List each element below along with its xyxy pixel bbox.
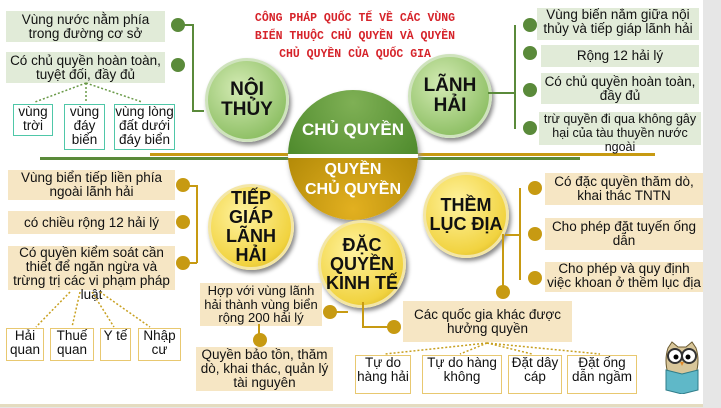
connector [192, 24, 194, 112]
tiep-giap-sub: Y tế [100, 328, 131, 361]
them-luc-dia-item: Cho phép và quy định việc khoan ở thềm l… [545, 262, 703, 292]
sovereign-rights-label: QUYỀN [324, 161, 382, 178]
lanh-hai-node: LÃNH HẢI [408, 54, 492, 138]
tiep-giap-sub: Hải quan [6, 328, 44, 361]
noi-thuy-sub: vùng đáy biển [64, 104, 105, 150]
connector-dot [523, 18, 537, 32]
dotted-arrows [34, 82, 601, 355]
sovereign-rights-label: CHỦ QUYỀN [304, 181, 401, 198]
connector [189, 262, 197, 264]
connector-dot [523, 83, 537, 97]
connector [184, 24, 194, 26]
title-line: CHỦ QUYỀN CỦA QUỐC GIA [279, 48, 431, 61]
connector-dot [523, 46, 537, 60]
owl-reading-icon [665, 341, 699, 394]
other-states-box: Các quốc gia khác được hưởng quyền [403, 301, 572, 342]
connector-dot [528, 271, 542, 285]
connector-dot [523, 121, 537, 135]
connector-dot [323, 305, 337, 319]
connector [336, 311, 348, 313]
connector-dot [253, 333, 267, 347]
connector [189, 185, 197, 187]
connector-dot [171, 58, 185, 72]
them-luc-dia-item: Cho phép đặt tuyến ống dẫn [545, 218, 703, 250]
connector-dot [387, 320, 401, 334]
lanh-hai-item: Rộng 12 hải lý [541, 45, 699, 67]
connector [502, 234, 504, 289]
connector [514, 25, 516, 129]
noi-thuy-node: NỘI THỦY [205, 58, 289, 142]
tiep-giap-item: Vùng biển tiếp liền phía ngoài lãnh hải [8, 170, 175, 200]
noi-thuy-item: Vùng nước nằm phía trong đường cơ sở [6, 11, 165, 42]
them-luc-dia-node: THỀM LỤC ĐỊA [423, 172, 509, 258]
connector [362, 326, 392, 328]
connector [488, 92, 516, 94]
lanh-hai-item: Vùng biển nằm giữa nội thủy và tiếp giáp… [537, 8, 699, 40]
lanh-hai-item: Có chủ quyền hoàn toàn, đầy đủ [541, 73, 699, 104]
connector [362, 302, 364, 328]
connector-dot [176, 178, 190, 192]
noi-thuy-sub: vùng trời [13, 104, 53, 136]
connector [196, 185, 198, 263]
tiep-giap-item: có chiều rộng 12 hải lý [8, 211, 175, 234]
dac-quyen-item: Quyền bảo tồn, thăm dò, khai thác, quản … [196, 347, 333, 391]
title-line: CÔNG PHÁP QUỐC TẾ VỀ CÁC VÙNG [254, 12, 456, 25]
tiep-giap-sub: Nhập cư [138, 328, 181, 361]
dac-quyen-item: Hợp với vùng lãnh hải thành vùng biển rộ… [200, 283, 322, 326]
noi-thuy-sub: vùng lòng đất dưới đáy biển [114, 104, 175, 150]
other-states-sub: Đặt dây cáp [508, 355, 562, 394]
connector-dot [528, 181, 542, 195]
dac-quyen-node: ĐẶC QUYỀN KINH TẾ [318, 220, 406, 308]
title-line: BIỂN THUỘC CHỦ QUYỀN VÀ QUYỀN [254, 30, 456, 43]
noi-thuy-item: Có chủ quyền hoàn toàn, tuyệt đối, đầy đ… [6, 52, 165, 83]
lanh-hai-item: trừ quyền đi qua không gây hại của tàu t… [539, 112, 701, 154]
slide: CÔNG PHÁP QUỐC TẾ VỀ CÁC VÙNG BIỂN THUỘC… [0, 0, 703, 407]
connector [519, 188, 521, 280]
connector-dot [171, 18, 185, 32]
connector [258, 324, 260, 336]
other-states-sub: Tự do hàng không [422, 355, 502, 394]
tiep-giap-node: TIẾP GIÁP LÃNH HẢI [208, 184, 294, 270]
other-states-sub: Đặt ống dẫn ngầm [567, 355, 637, 394]
them-luc-dia-item: Có đặc quyền thăm dò, khai thác TNTN [545, 173, 703, 205]
connector-dot [528, 227, 542, 241]
tiep-giap-item: Có quyền kiểm soát cần thiết để ngăn ngừ… [8, 246, 175, 302]
connector [505, 234, 520, 236]
connector-dot [496, 285, 510, 299]
connector-dot [176, 215, 190, 229]
sovereignty-label: CHỦ QUYỀN [301, 120, 404, 139]
page-title: CÔNG PHÁP QUỐC TẾ VỀ CÁC VÙNG BIỂN THUỘC… [215, 10, 495, 64]
other-states-sub: Tự do hàng hải [355, 355, 411, 394]
connector-dot [176, 256, 190, 270]
tiep-giap-sub: Thuế quan [50, 328, 94, 361]
connector [192, 110, 204, 112]
